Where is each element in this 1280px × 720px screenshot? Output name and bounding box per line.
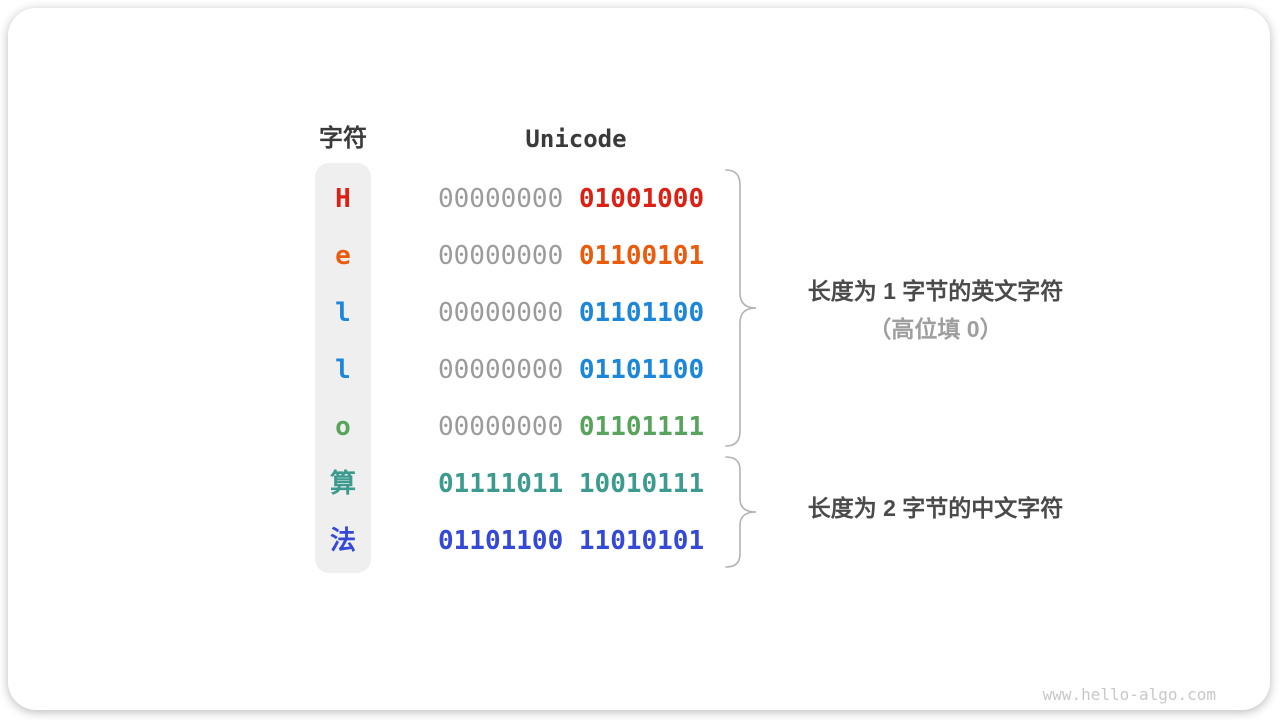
byte-gap <box>563 412 579 442</box>
byte-gap <box>563 469 579 499</box>
byte-low: 01101100 <box>578 355 705 385</box>
char-cell: 法 <box>329 526 356 556</box>
byte-low: 01100101 <box>578 241 705 271</box>
brace-one-byte-group <box>725 169 757 447</box>
char-cell: 算 <box>329 469 356 499</box>
byte-high: 00000000 <box>438 298 564 328</box>
table-row: e 00000000 01100101 <box>8 238 1280 274</box>
diagram-card: 字符 Unicode H 00000000 01001000 e 0000000… <box>8 8 1270 710</box>
byte-high: 01101100 <box>438 526 564 556</box>
column-header-unicode: Unicode <box>525 125 627 153</box>
char-cell: o <box>335 412 351 442</box>
annotation-high-bits-zero: （高位填 0） <box>868 316 1003 342</box>
byte-gap <box>563 241 579 271</box>
byte-high: 00000000 <box>438 241 564 271</box>
unicode-binary: 00000000 01101100 <box>438 295 704 331</box>
byte-gap <box>563 526 579 556</box>
column-header-character: 字符 <box>319 125 367 152</box>
char-cell: e <box>335 241 351 271</box>
unicode-binary: 01101100 11010101 <box>438 523 704 559</box>
table-row: l 00000000 01101100 <box>8 352 1280 388</box>
unicode-binary: 01111011 10010111 <box>438 466 704 502</box>
table-row: 算 01111011 10010111 <box>8 466 1280 502</box>
byte-low: 10010111 <box>578 469 705 499</box>
unicode-binary: 00000000 01101111 <box>438 409 704 445</box>
byte-low: 01101111 <box>578 412 705 442</box>
byte-low: 01101100 <box>578 298 705 328</box>
byte-gap <box>563 355 579 385</box>
table-row: o 00000000 01101111 <box>8 409 1280 445</box>
unicode-binary: 00000000 01100101 <box>438 238 704 274</box>
unicode-binary: 00000000 01001000 <box>438 181 704 217</box>
annotation-chinese-chars: 长度为 2 字节的中文字符 <box>807 495 1064 521</box>
watermark-url: www.hello-algo.com <box>1042 685 1216 704</box>
table-row: H 00000000 01001000 <box>8 181 1280 217</box>
char-cell: H <box>335 184 351 214</box>
table-row: l 00000000 01101100 <box>8 295 1280 331</box>
brace-two-byte-group <box>725 456 757 568</box>
byte-high: 00000000 <box>438 184 564 214</box>
annotation-english-chars: 长度为 1 字节的英文字符 <box>807 278 1064 304</box>
byte-high: 00000000 <box>438 412 564 442</box>
char-cell: l <box>335 298 351 328</box>
byte-low: 11010101 <box>578 526 705 556</box>
char-cell: l <box>335 355 351 385</box>
byte-high: 01111011 <box>438 469 564 499</box>
table-row: 法 01101100 11010101 <box>8 523 1280 559</box>
byte-gap <box>563 298 579 328</box>
unicode-binary: 00000000 01101100 <box>438 352 704 388</box>
byte-low: 01001000 <box>578 184 705 214</box>
character-column-background <box>315 163 371 573</box>
byte-gap <box>563 184 579 214</box>
byte-high: 00000000 <box>438 355 564 385</box>
